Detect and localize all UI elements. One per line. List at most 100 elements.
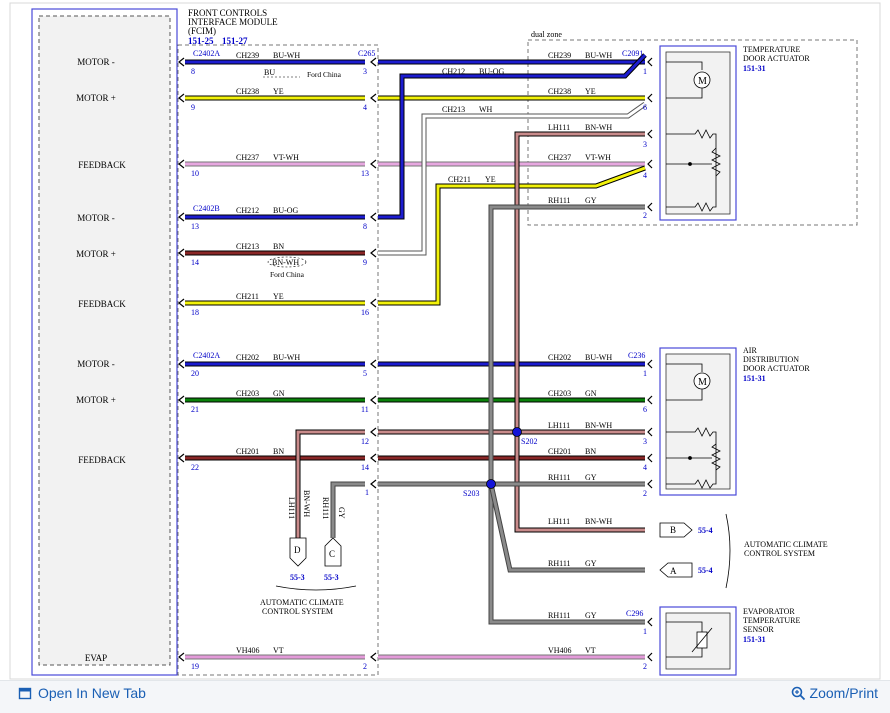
component-title: DISTRIBUTION	[743, 355, 799, 364]
connector-label: C2402A	[193, 49, 220, 58]
pin-number: 4	[643, 171, 647, 180]
fcim-title-line-1: FRONT CONTROLS	[188, 8, 267, 18]
connector-label: C2402B	[193, 204, 220, 213]
acc-ref[interactable]: 55-4	[698, 526, 713, 535]
color-code-label: VT-WH	[273, 153, 299, 162]
thermistor-icon	[691, 627, 713, 653]
component-title: SENSOR	[743, 625, 774, 634]
color-code-label: GY	[337, 507, 346, 519]
pin-number: 22	[191, 463, 199, 472]
component-ref[interactable]: 151-31	[743, 64, 766, 73]
pin-number: 3	[643, 437, 647, 446]
acc-connector-a: A	[659, 562, 693, 578]
color-code-label: WH	[479, 105, 493, 114]
circuit-label: CH213	[236, 242, 259, 251]
ford-china-note: Ford China	[307, 70, 342, 79]
acc-ref[interactable]: 55-3	[290, 573, 305, 582]
pin-number: 1	[365, 488, 369, 497]
fcim-pin-label: EVAP	[85, 653, 107, 663]
color-code-label: VT	[585, 646, 596, 655]
pin-number: 4	[363, 103, 367, 112]
acc-brace	[275, 585, 357, 591]
circuit-label: CH212	[236, 206, 259, 215]
diagram-footer: Open In New Tab Zoom/Print	[0, 680, 890, 713]
color-code-label: BN	[273, 242, 284, 251]
color-code-label: GY	[585, 196, 597, 205]
circuit-label: CH201	[548, 447, 571, 456]
acc-title: CONTROL SYSTEM	[744, 549, 815, 558]
pin-number: 13	[361, 169, 369, 178]
fcim-pin-label: MOTOR -	[77, 57, 115, 67]
component-title: DOOR ACTUATOR	[743, 364, 810, 373]
color-code-label: BN-WH	[302, 490, 311, 517]
circuit-label: RH111	[548, 611, 571, 620]
component-title: TEMPERATURE	[743, 616, 800, 625]
zoom-print-link[interactable]: Zoom/Print	[791, 685, 878, 701]
acc-ref[interactable]: 55-4	[698, 566, 713, 575]
color-code-label: BN	[585, 447, 596, 456]
pin-number: 21	[191, 405, 199, 414]
color-code-label: VT-WH	[585, 153, 611, 162]
circuit-label: CH239	[236, 51, 259, 60]
motor-symbol-letter: M	[698, 76, 707, 87]
dual-zone-box	[527, 39, 858, 226]
color-code-label: YE	[485, 175, 496, 184]
pin-number: 1	[643, 67, 647, 76]
component-title: EVAPORATOR	[743, 607, 795, 616]
open-tab-icon	[18, 687, 32, 700]
color-code-label: BU-WH	[585, 353, 612, 362]
circuit-label: RH111	[548, 473, 571, 482]
component-ref[interactable]: 151-31	[743, 635, 766, 644]
acc-connector-b: B	[659, 522, 693, 538]
acc-connector-c: C	[324, 537, 342, 567]
dual-zone-label: dual zone	[531, 30, 562, 39]
component-ref[interactable]: 151-31	[743, 374, 766, 383]
circuit-label: CH237	[548, 153, 571, 162]
fcim-pin-label: MOTOR -	[77, 359, 115, 369]
acc-ref[interactable]: 55-3	[324, 573, 339, 582]
color-code-label: VT	[273, 646, 284, 655]
color-code-label: GN	[273, 389, 285, 398]
color-code-label: BU-WH	[585, 51, 612, 60]
acc-title: CONTROL SYSTEM	[262, 607, 333, 616]
pin-number: 1	[643, 627, 647, 636]
fcim-module	[31, 8, 178, 676]
circuit-label: RH111	[548, 559, 571, 568]
circuit-label: LH111	[548, 517, 570, 526]
pin-number: 3	[643, 140, 647, 149]
splice-s203	[486, 479, 496, 489]
circuit-label: CH201	[236, 447, 259, 456]
pin-number: 4	[643, 463, 647, 472]
inline-connector-outline	[177, 44, 379, 676]
connector-label: C265	[358, 49, 375, 58]
splice-s202	[512, 427, 522, 437]
pin-number: 5	[363, 369, 367, 378]
pin-number: 14	[191, 258, 199, 267]
circuit-label: CH238	[236, 87, 259, 96]
circuit-label: LH111	[287, 497, 296, 519]
pin-number: 2	[643, 662, 647, 671]
color-code-label: YE	[273, 87, 284, 96]
circuit-label: CH211	[236, 292, 259, 301]
fcim-ref-2[interactable]: 151-27	[222, 36, 248, 46]
pin-number: 1	[643, 369, 647, 378]
pin-number: 8	[363, 222, 367, 231]
zoom-print-label: Zoom/Print	[809, 685, 878, 701]
open-in-new-tab-link[interactable]: Open In New Tab	[18, 685, 146, 701]
circuit-label: CH239	[548, 51, 571, 60]
pin-number: 20	[191, 369, 199, 378]
pin-number: 3	[363, 67, 367, 76]
color-code-label: BN-WH	[585, 517, 612, 526]
connector-label: C296	[626, 609, 643, 618]
ford-china-alt-color: BN-WH	[272, 258, 299, 267]
fcim-ref-1[interactable]: 151-25	[188, 36, 214, 46]
fcim-pin-label: FEEDBACK	[78, 160, 126, 170]
pin-number: 9	[191, 103, 195, 112]
color-code-label: YE	[585, 87, 596, 96]
fcim-pin-label: MOTOR +	[76, 395, 116, 405]
component-title: DOOR ACTUATOR	[743, 54, 810, 63]
pin-number: 12	[361, 437, 369, 446]
connector-label: C2091	[622, 49, 643, 58]
pin-number: 11	[361, 405, 369, 414]
color-code-label: BU-OG	[273, 206, 299, 215]
